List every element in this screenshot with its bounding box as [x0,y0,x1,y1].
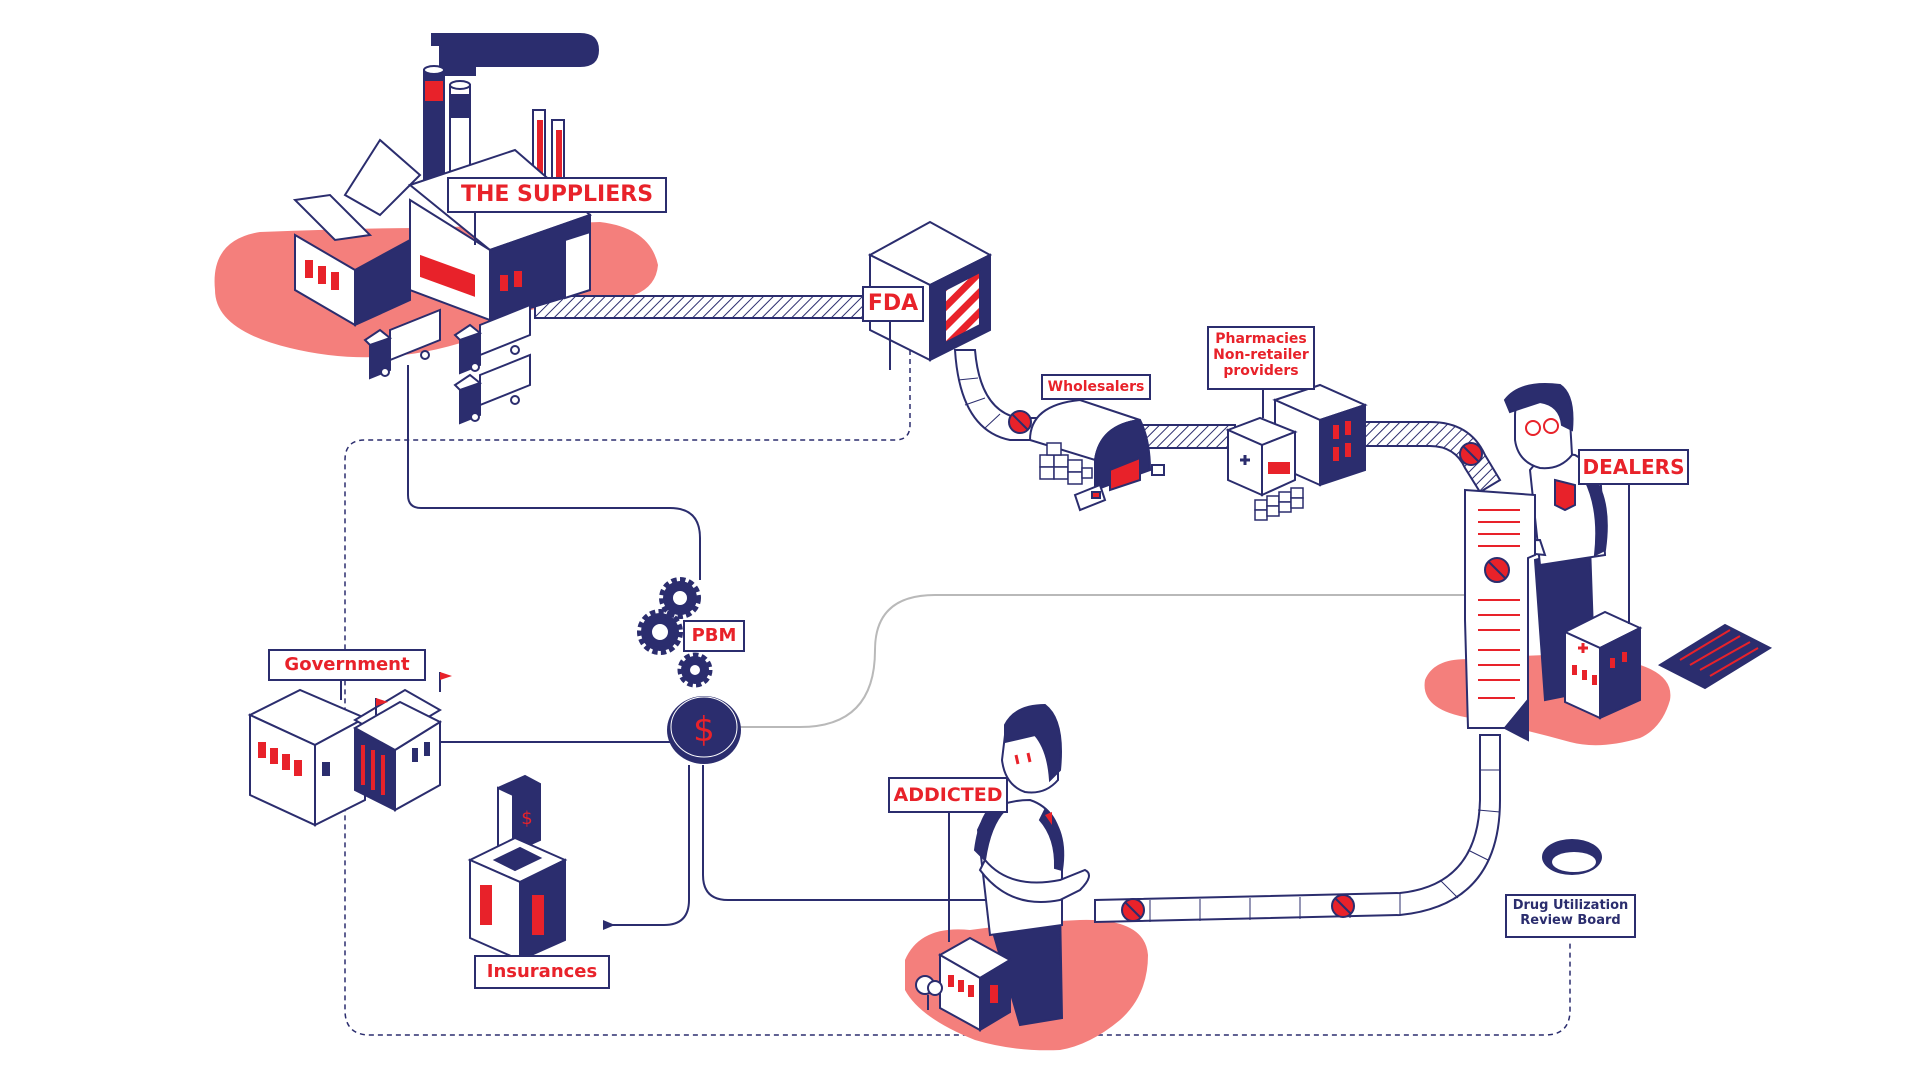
document-sheet-icon [1657,623,1773,690]
factory-left-side [354,238,411,327]
truck-2 [453,303,531,375]
pill-belt-1 [1331,894,1355,918]
truck-1 [363,308,441,380]
fda-pole [889,320,891,370]
pbm-to-insurance-line [610,765,690,926]
suppliers-to-pbm-line [407,365,701,580]
pharmacies-label-line-2: Non-retailer [1213,347,1309,364]
pbm-label: PBM [683,620,745,652]
suppliers-label: THE SUPPLIERS [447,177,667,213]
prescription-scroll-icon [1464,488,1536,742]
pill-prescription [1484,557,1510,583]
solid-connections [407,365,990,926]
gear-middle [637,609,683,655]
belt-segment-marks [957,377,1501,922]
government-label: Government [268,649,426,681]
warehouse-icon [1028,398,1165,512]
wholesalers-label: Wholesalers [1041,374,1151,400]
belt-dealers-to-addicted [1094,734,1501,924]
pill-icon [1008,410,1510,922]
pharmacy-building-icon [1225,383,1368,521]
insurance-machine-icon: $ [467,774,568,962]
pill-belt-2 [1121,898,1145,922]
crate-stack [1039,442,1093,485]
gear-bottom [677,652,713,688]
factory-left-house-roof [292,193,373,242]
dealers-pole [1628,484,1630,624]
dealers-label: DEALERS [1578,449,1689,485]
pill-dealers-belt [1459,442,1483,466]
exhaust-pipe [431,33,600,76]
insurances-label: Insurances [474,955,610,989]
pharmacies-pole [1262,388,1264,418]
svg-text:$: $ [693,710,715,750]
addicted-pole [948,812,950,942]
box-pallet [1254,487,1304,521]
durb-label: Drug Utilization Review Board [1505,894,1636,938]
house-icon [915,936,1013,1032]
belt-suppliers-to-fda [534,295,871,319]
pharmacies-label: Pharmacies Non-retailer providers [1207,326,1315,390]
pbm-to-dealers-gray-line [735,594,1465,728]
factory-left-roof [343,138,422,217]
pill-wholesalers [1008,410,1032,434]
person-figure-icon [973,703,1090,1027]
pbm-to-addicted-line [702,765,990,901]
ring-icon [1542,839,1602,875]
gear-top [659,577,701,619]
durb-label-line-1: Drug Utilization [1512,898,1629,913]
svg-text:$: $ [521,808,532,829]
pharmacies-label-line-1: Pharmacies [1215,331,1307,347]
government-building-icon [247,672,452,827]
gear-icon [637,577,713,688]
belt-pharmacies-to-dealers [1354,421,1502,494]
hospital-icon [1562,610,1643,720]
fda-label: FDA [862,286,924,322]
pharmacies-label-line-3: providers [1223,363,1299,380]
truck-icon [363,303,531,425]
insurance-arrowhead [603,920,615,930]
suppliers-pole [474,210,476,245]
durb-label-line-2: Review Board [1520,912,1621,928]
addicted-label: ADDICTED [888,777,1008,813]
dollar-coin-icon: $ [667,696,741,764]
government-pole [340,678,342,700]
truck-3 [453,353,531,425]
